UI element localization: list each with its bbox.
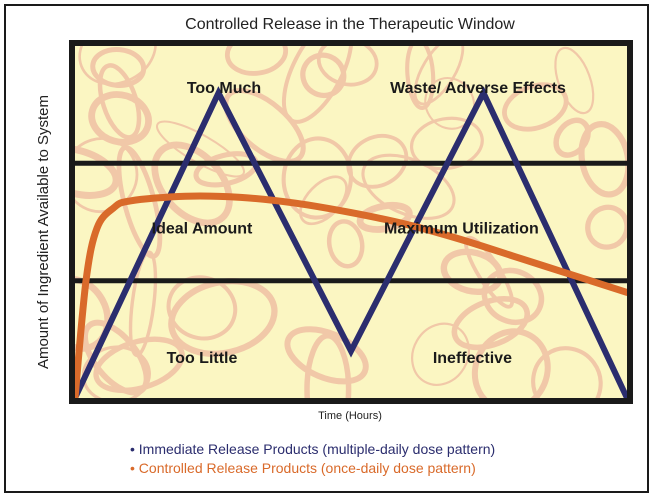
legend-item-immediate-release: • Immediate Release Products (multiple-d… <box>130 441 496 457</box>
legend-item-controlled-release: • Controlled Release Products (once-dail… <box>130 460 476 476</box>
plot-border <box>69 40 633 404</box>
texture-blob <box>405 43 436 110</box>
texture-blob <box>223 87 306 165</box>
texture-blob <box>481 267 545 326</box>
texture-blob <box>356 201 413 233</box>
x-axis-label: Time (Hours) <box>318 410 382 422</box>
texture-blob <box>304 333 352 401</box>
texture-blob <box>284 326 369 385</box>
texture-blob <box>128 250 158 358</box>
texture-blob <box>471 328 551 401</box>
zone-label-maximum-utilization: Maximum Utilization <box>384 221 539 238</box>
zone-label-waste-adverse-effects: Waste/ Adverse Effects <box>390 80 566 97</box>
texture-blob <box>78 43 157 86</box>
series-layer <box>72 86 630 401</box>
texture-blob <box>300 52 347 99</box>
texture-blob <box>90 47 147 88</box>
series-controlled-release-line <box>72 192 630 401</box>
zone-label-ineffective: Ineffective <box>433 350 512 367</box>
legend: • Immediate Release Products (multiple-d… <box>130 440 495 478</box>
texture-blob <box>409 116 484 171</box>
texture-blob <box>553 117 591 158</box>
texture-blob <box>168 278 278 357</box>
texture-blob <box>72 144 120 199</box>
texture-blob <box>156 120 245 178</box>
texture-blob <box>451 296 530 351</box>
zone-label-ideal-amount: Ideal Amount <box>152 221 253 238</box>
texture-blob <box>281 136 353 220</box>
texture-blob <box>316 43 379 87</box>
texture-blob <box>72 275 112 352</box>
texture-blob <box>326 219 365 269</box>
texture-blob <box>554 46 595 115</box>
texture-blob <box>88 91 152 146</box>
texture-blob <box>531 346 603 401</box>
texture-blob <box>224 43 289 76</box>
zone-label-too-little: Too Little <box>167 350 238 367</box>
texture-blob <box>585 204 630 250</box>
zone-label-too-much: Too Much <box>187 80 261 97</box>
therapeutic-window-lines <box>72 160 630 284</box>
chart-title: Controlled Release in the Therapeutic Wi… <box>185 16 515 33</box>
